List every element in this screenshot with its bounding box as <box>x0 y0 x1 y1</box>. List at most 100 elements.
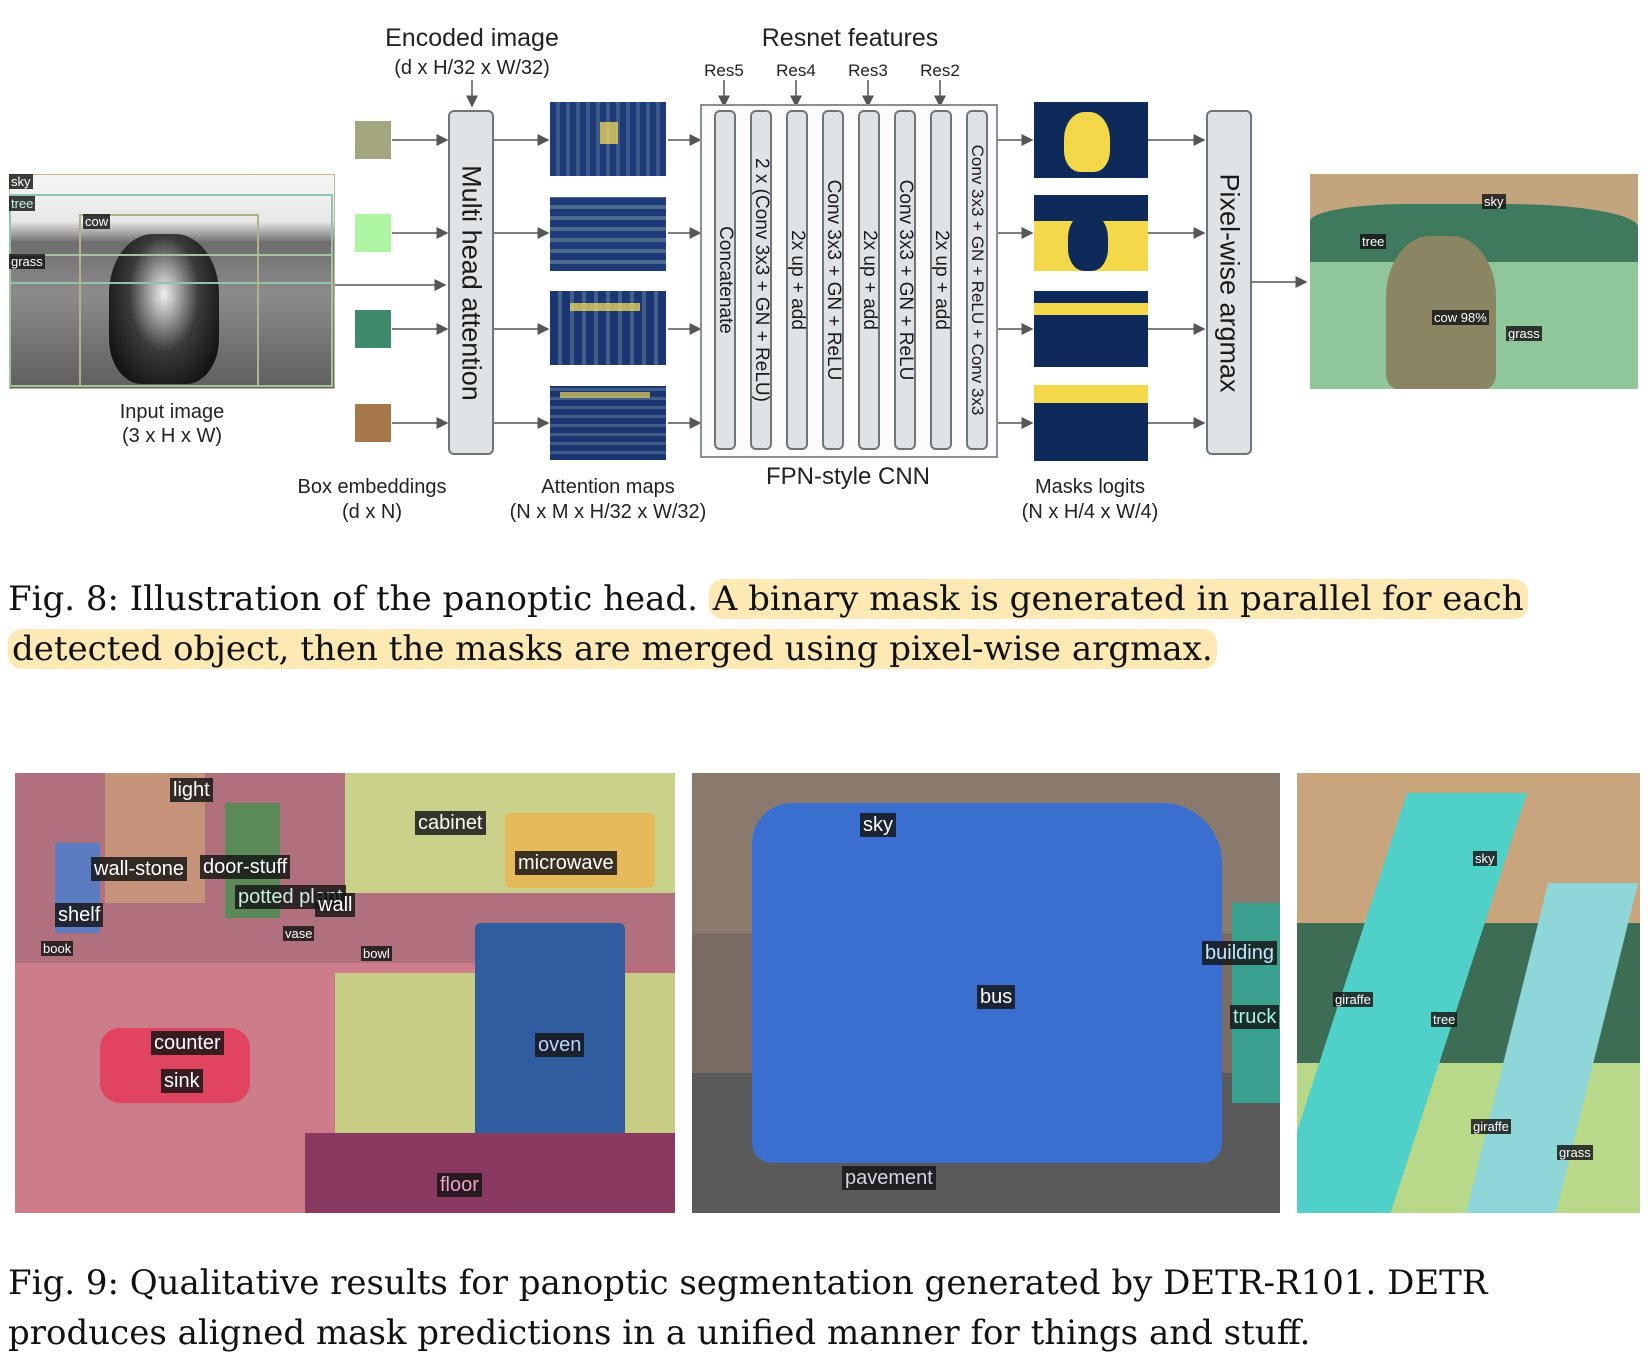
fpn-col-conv2: Conv 3x3 + GN + ReLU <box>822 110 844 450</box>
truck-region <box>1232 903 1280 1103</box>
kitchen-tag-door-stuff: door-stuff <box>200 855 291 879</box>
fig8-caption-plain: Fig. 8: Illustration of the panoptic hea… <box>8 579 698 619</box>
bus-tag-pavement: pavement <box>842 1166 936 1190</box>
fpn-col-up2-label: 2x up + add <box>859 230 880 330</box>
pixel-wise-argmax-label: Pixel-wise argmax <box>1214 172 1245 393</box>
fpn-col-up1-label: 2x up + add <box>787 230 808 330</box>
mask-logit-3 <box>1034 291 1148 367</box>
giraffe-tag-giraffe-1: giraffe <box>1333 992 1373 1007</box>
resnet-features-title: Resnet features <box>761 24 939 52</box>
box-embedding-4 <box>355 404 391 442</box>
fig9-caption-line-1: Fig. 9: Qualitative results for panoptic… <box>8 1263 1488 1303</box>
fig8-caption-highlight-2: detected object, then the masks are merg… <box>8 629 1217 669</box>
attention-map-2 <box>550 197 666 271</box>
bus-panel: sky building bus truck pavement <box>692 773 1280 1213</box>
input-image-subtitle: (3 x H x W) <box>122 425 222 447</box>
output-tag-tree: tree <box>1360 234 1387 249</box>
res3-label: Res3 <box>848 61 888 80</box>
input-tag-sky: sky <box>9 174 33 189</box>
attention-map-3 <box>550 291 666 365</box>
fpn-col-conv3: Conv 3x3 + GN + ReLU <box>894 110 916 450</box>
fig8-arrows <box>335 80 1308 429</box>
giraffe-tag-sky: sky <box>1473 851 1497 866</box>
pixel-wise-argmax-block: Pixel-wise argmax <box>1206 110 1252 455</box>
box-embedding-1 <box>355 121 391 159</box>
fpn-col-conv4: Conv 3x3 + GN + ReLU + Conv 3x3 <box>966 110 988 450</box>
giraffe-tag-tree: tree <box>1431 1012 1458 1027</box>
kitchen-tag-oven: oven <box>535 1033 585 1057</box>
bus-tag-sky: sky <box>860 813 896 837</box>
output-tag-cow: cow 98% <box>1432 310 1489 325</box>
res4-label: Res4 <box>776 61 816 80</box>
input-tag-cow: cow <box>83 214 111 229</box>
mask-logit-4 <box>1034 385 1148 461</box>
multi-head-attention-block: Multi head attention <box>448 110 494 455</box>
kitchen-tag-wall: wall <box>315 893 356 917</box>
fpn-cnn-block <box>700 104 998 458</box>
input-image-title: Input image <box>119 401 225 423</box>
kitchen-panel: light cabinet microwave wall-stone door-… <box>15 773 675 1213</box>
cow-shape <box>109 234 219 384</box>
kitchen-microwave <box>505 813 655 888</box>
kitchen-tag-light: light <box>170 778 213 802</box>
giraffe-tag-grass: grass <box>1557 1145 1593 1160</box>
output-tag-grass: grass <box>1506 326 1542 341</box>
fpn-col-concatenate: Concatenate <box>714 110 736 450</box>
kitchen-tag-floor: floor <box>437 1173 482 1197</box>
fpn-col-conv4-label: Conv 3x3 + GN + ReLU + Conv 3x3 <box>968 144 987 416</box>
fpn-col-up3-label: 2x up + add <box>931 230 952 330</box>
fpn-col-up3: 2x up + add <box>930 110 952 450</box>
kitchen-tag-cabinet: cabinet <box>415 811 486 835</box>
kitchen-tag-microwave: microwave <box>515 851 617 875</box>
giraffe-tag-giraffe-2: giraffe <box>1471 1119 1511 1134</box>
encoded-image-subtitle: (d x H/32 x W/32) <box>394 57 550 79</box>
fpn-col-conv3-label: Conv 3x3 + GN + ReLU <box>895 179 916 381</box>
attention-maps-subtitle: (N x M x H/32 x W/32) <box>509 501 707 523</box>
res2-label: Res2 <box>920 61 960 80</box>
mask-logit-1 <box>1034 102 1148 178</box>
grass-box <box>9 254 333 387</box>
attention-map-4 <box>550 386 666 460</box>
fpn-col-conv1-label: 2 x (Conv 3x3 + GN + ReLU) <box>751 158 772 402</box>
kitchen-floor <box>305 1133 675 1213</box>
tree-box <box>9 194 333 284</box>
encoded-image-title: Encoded image <box>385 24 559 52</box>
kitchen-tag-wall-stone: wall-stone <box>91 857 188 881</box>
box-embeddings-subtitle: (d x N) <box>342 501 402 523</box>
input-tag-grass: grass <box>9 254 45 269</box>
fig8-caption: Fig. 8: Illustration of the panoptic hea… <box>8 574 1648 674</box>
kitchen-tag-book: book <box>41 941 74 956</box>
fpn-col-conv2-label: Conv 3x3 + GN + ReLU <box>823 179 844 381</box>
bus-region <box>752 803 1222 1163</box>
multi-head-attention-label: Multi head attention <box>456 164 487 401</box>
kitchen-tag-counter: counter <box>151 1031 224 1055</box>
box-embedding-2 <box>355 214 391 252</box>
box-embedding-3 <box>355 310 391 348</box>
bus-tag-bus: bus <box>977 985 1016 1009</box>
bus-tag-building: building <box>1202 941 1277 965</box>
box-embeddings-title: Box embeddings <box>297 476 447 498</box>
fig9-caption-line-2: produces aligned mask predictions in a u… <box>8 1313 1311 1353</box>
mask-logit-2 <box>1034 195 1148 271</box>
res5-label: Res5 <box>704 61 744 80</box>
kitchen-tag-shelf: shelf <box>55 903 104 927</box>
output-image: sky tree cow 98% grass <box>1310 174 1638 389</box>
fpn-col-up1: 2x up + add <box>786 110 808 450</box>
fig8-caption-highlight-1: A binary mask is generated in parallel f… <box>708 579 1528 619</box>
output-tag-sky: sky <box>1482 194 1506 209</box>
fpn-col-concatenate-label: Concatenate <box>715 226 736 334</box>
fpn-col-up2: 2x up + add <box>858 110 880 450</box>
attention-map-1 <box>550 102 666 176</box>
fpn-cnn-title: FPN-style CNN <box>765 463 930 490</box>
masks-logits-subtitle: (N x H/4 x W/4) <box>1021 501 1159 523</box>
fig9-caption: Fig. 9: Qualitative results for panoptic… <box>8 1258 1648 1358</box>
attention-maps-title: Attention maps <box>541 476 675 498</box>
kitchen-tag-bowl: bowl <box>361 946 392 961</box>
input-image: sky tree cow grass <box>9 174 335 389</box>
fpn-col-conv1: 2 x (Conv 3x3 + GN + ReLU) <box>750 110 772 450</box>
masks-logits-title: Masks logits <box>1034 476 1146 498</box>
kitchen-tag-vase: vase <box>283 926 315 941</box>
giraffe-panel: sky giraffe tree giraffe grass <box>1297 773 1640 1213</box>
input-tag-tree: tree <box>9 196 36 211</box>
kitchen-tag-sink: sink <box>161 1069 203 1093</box>
